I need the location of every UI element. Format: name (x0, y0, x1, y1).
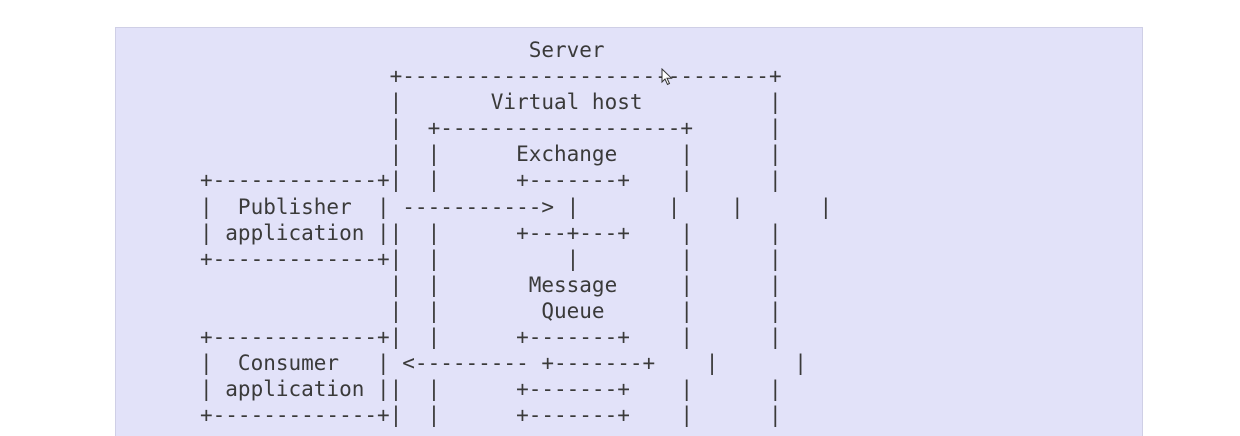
diagram-line: +-----------------------------+ (200, 64, 782, 89)
diagram-line: +-------------+| | +-------+ | | (200, 325, 782, 350)
diagram-panel (115, 27, 1143, 436)
diagram-line: | Publisher | -----------> | | | | (200, 194, 833, 219)
diagram-line: | | Exchange | | (200, 142, 782, 167)
diagram-line: Server (200, 38, 605, 62)
diagram-line: | Virtual host | (200, 90, 782, 115)
diagram-line: +-------------+| | | | | (200, 246, 782, 271)
diagram-line: | | Message | | (200, 272, 782, 297)
diagram-line: | application || | +-------+ | | (200, 377, 782, 402)
diagram-line: | | Queue | | (200, 298, 782, 323)
diagram-line: | +-------------------+ | (200, 116, 782, 141)
diagram-line: +-------------+| | +-------+ | | (200, 168, 782, 193)
diagram-line: | application || | +---+---+ | | (200, 220, 782, 245)
diagram-line: +-------------+| | +-------+ | | (200, 403, 782, 428)
diagram-line: | Consumer | <--------- +-------+ | | (200, 351, 807, 376)
ascii-diagram: Server +-----------------------------+ |… (200, 37, 832, 428)
mouse-pointer-icon (661, 68, 673, 86)
